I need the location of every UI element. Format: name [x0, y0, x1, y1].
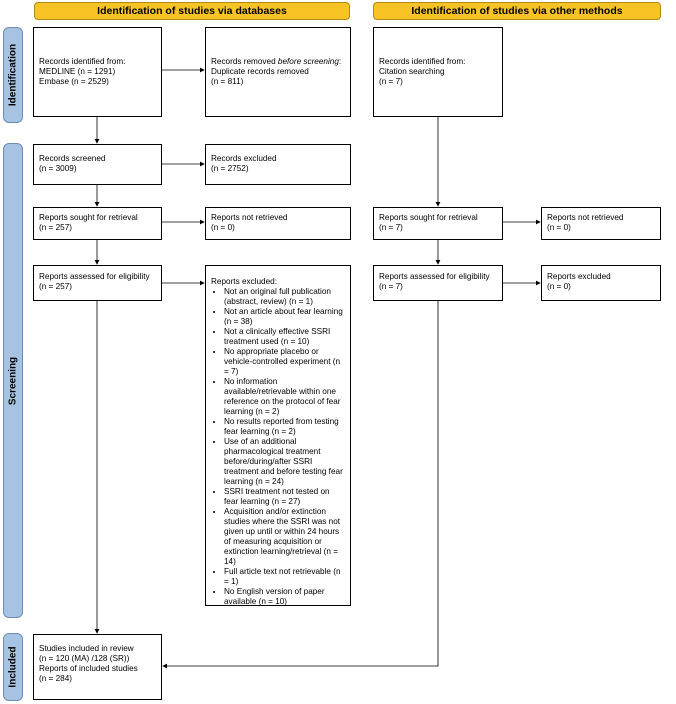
db-records-screened: Records screened (n = 3009) [33, 144, 162, 185]
other-reports-sought: Reports sought for retrieval (n = 7) [373, 207, 503, 240]
db-reports-assessed: Reports assessed for eligibility (n = 25… [33, 265, 162, 301]
phase-identification: Identification [3, 27, 23, 123]
exclusion-reason: Not an article about fear learning (n = … [224, 307, 345, 327]
db-reports-not-retrieved: Reports not retrieved (n = 0) [205, 207, 351, 240]
other-reports-not-retrieved: Reports not retrieved (n = 0) [541, 207, 661, 240]
exclusion-reason: SSRI treatment not tested on fear learni… [224, 487, 345, 507]
exclusion-reason: No appropriate placebo or vehicle-contro… [224, 347, 345, 377]
db-reports-sought: Reports sought for retrieval (n = 257) [33, 207, 162, 240]
phase-screening: Screening [3, 143, 23, 618]
exclusion-reason: Acquisition and/or extinction studies wh… [224, 507, 345, 567]
exclusion-reason: Full article text not retrievable (n = 1… [224, 567, 345, 587]
header-databases: Identification of studies via databases [34, 2, 350, 20]
other-reports-assessed: Reports assessed for eligibility (n = 7) [373, 265, 503, 301]
reports-excluded-title: Reports excluded: [211, 277, 277, 286]
exclusion-reason: Not an original full publication (abstra… [224, 287, 345, 307]
header-other-methods: Identification of studies via other meth… [373, 2, 661, 20]
exclusion-reason: No results reported from testing fear le… [224, 417, 345, 437]
exclusion-reason: Use of an additional pharmacological tre… [224, 437, 345, 487]
reports-excluded-list: Not an original full publication (abstra… [211, 287, 345, 607]
db-studies-included: Studies included in review (n = 120 (MA)… [33, 634, 162, 700]
db-reports-excluded: Reports excluded: Not an original full p… [205, 265, 351, 606]
db-records-excluded: Records excluded (n = 2752) [205, 144, 351, 185]
other-records-identified: Records identified from: Citation search… [373, 27, 503, 117]
exclusion-reason: Not a clinically effective SSRI treatmen… [224, 327, 345, 347]
exclusion-reason: No English version of paper available (n… [224, 587, 345, 607]
db-records-removed: Records removed before screening: Duplic… [205, 27, 351, 117]
other-reports-excluded: Reports excluded (n = 0) [541, 265, 661, 301]
db-records-identified: Records identified from: MEDLINE (n = 12… [33, 27, 162, 117]
phase-included: Included [3, 633, 23, 701]
arrow-other-assessed-to-included [162, 301, 439, 669]
exclusion-reason: No information available/retrievable wit… [224, 377, 345, 417]
